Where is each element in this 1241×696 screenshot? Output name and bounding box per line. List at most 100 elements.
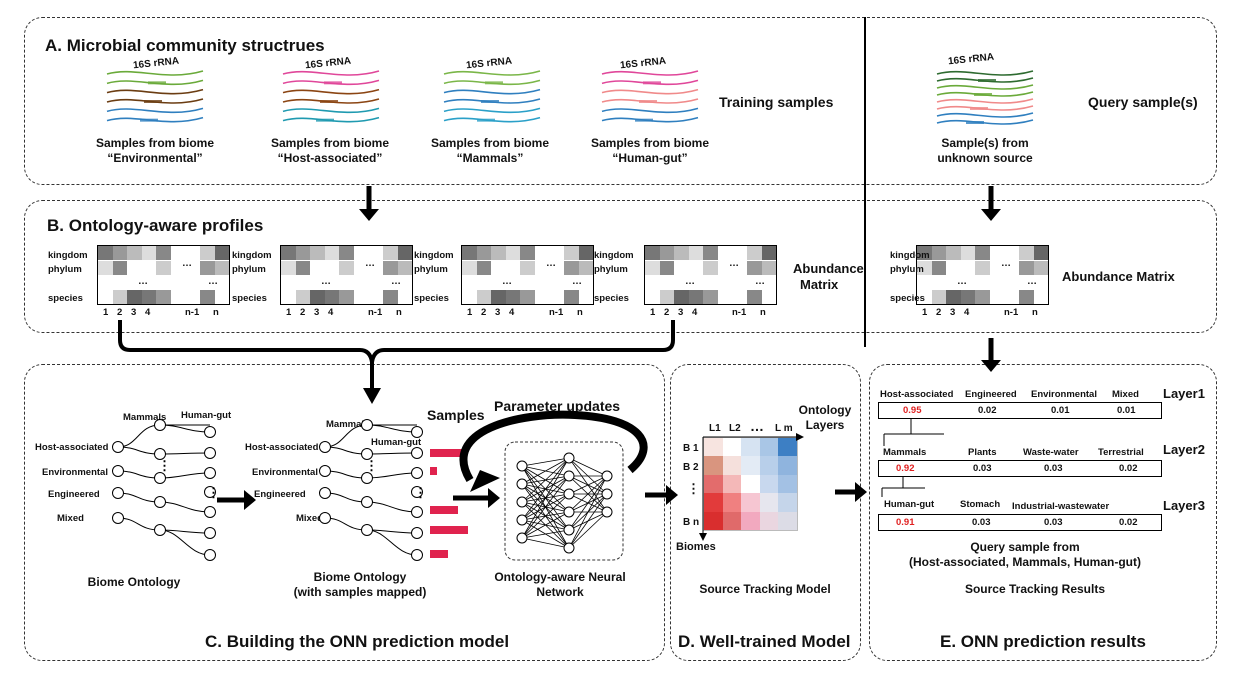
nn-edge — [568, 475, 608, 531]
panel-e-title: E. ONN prediction results — [940, 632, 1146, 651]
matrix-query: ……… — [916, 245, 1049, 305]
heatmap-cell — [704, 456, 723, 475]
query-primer — [974, 93, 992, 96]
heatmap-cell — [722, 456, 742, 475]
source-tracking-results-caption: Source Tracking Results — [964, 582, 1106, 596]
matrix-1-col-label: 4 — [145, 307, 151, 318]
matrix-query-col-label: 1 — [922, 307, 928, 318]
arrow-d-to-e-head — [855, 482, 867, 502]
panel-d-box — [670, 364, 861, 661]
nn-edge — [521, 493, 570, 539]
sample-caption-3: Samples from biome“Mammals” — [430, 136, 550, 165]
ontology-node — [411, 447, 423, 459]
heatmap-cell — [722, 474, 742, 494]
source-tracking-model-caption: Source Tracking Model — [699, 582, 831, 596]
matrix-1-row-species: species — [48, 293, 83, 304]
ontology-node — [361, 496, 373, 508]
nn-neuron — [516, 496, 528, 508]
sample-1-strand — [106, 70, 204, 76]
ontology-node — [204, 426, 216, 438]
heatmap-y-arrow — [699, 533, 707, 541]
matrix-3-row-kingdom: kingdom — [414, 250, 454, 261]
arrow-a-to-b-head — [359, 209, 379, 221]
mapped-node-engineered: Engineered — [254, 489, 306, 500]
heatmap-cell — [759, 493, 779, 512]
nn-neuron — [516, 478, 528, 490]
ontology-node — [319, 512, 331, 524]
nn-edge — [521, 457, 570, 485]
matrix-1-row-kingdom: kingdom — [48, 250, 88, 261]
heatmap-cell — [722, 511, 742, 530]
panel-a-box — [24, 17, 1217, 185]
matrix-3-col-label: n-1 — [549, 307, 564, 318]
heatmap-row-b1: B 1 — [683, 443, 699, 454]
onto-node-engineered: Engineered — [48, 489, 100, 500]
abundance-label-2: Matrix — [800, 277, 839, 292]
heatmap-cell — [741, 493, 760, 512]
arrow-query-b-to-e-head — [981, 360, 1001, 372]
nn-edge — [568, 511, 608, 549]
nn-neuron — [601, 470, 613, 482]
l2-value-3: 0.02 — [1119, 463, 1138, 474]
ontology-node — [204, 447, 216, 459]
mapped-node-human-gut: Human-gut — [371, 437, 422, 448]
parameter-updates-label: Parameter updates — [494, 398, 621, 414]
parameter-update-loop — [459, 410, 648, 483]
heatmap-cell — [759, 474, 779, 494]
matrix-4-col-label: 3 — [678, 307, 684, 318]
sample-2-primer — [320, 100, 338, 103]
mapped-caption: Biome Ontology(with samples mapped) — [293, 570, 427, 599]
ontology-node — [361, 472, 373, 484]
matrix-3-col-label: 1 — [467, 307, 473, 318]
nn-edge — [568, 475, 608, 513]
ontology-node — [112, 441, 124, 453]
matrix-2-col-label: 4 — [328, 307, 334, 318]
matrix-4-row-species: species — [594, 293, 629, 304]
ontology-caption: Biome Ontology — [87, 575, 181, 589]
ontology-node — [154, 496, 166, 508]
mapped-node-mixed: Mixed — [296, 513, 323, 524]
nn-edge — [521, 457, 570, 521]
biomes-label: Biomes — [676, 541, 716, 553]
sample-caption-4: Samples from biome“Human-gut” — [590, 136, 710, 165]
matrix-2-col-label: 2 — [300, 307, 306, 318]
ontology-node — [411, 527, 423, 539]
sample-2-strand — [282, 70, 380, 76]
heatmap-cell — [741, 474, 760, 494]
matrix-3-row-species: species — [414, 293, 449, 304]
l3-label-stomach: Stomach — [960, 499, 1001, 510]
matrix-1-col-label: 2 — [117, 307, 123, 318]
layer1-label: Layer1 — [1163, 386, 1205, 401]
l1-label-environmental: Environmental — [1031, 389, 1097, 400]
mapped-node-environmental: Environmental — [252, 467, 318, 478]
heatmap-cell — [741, 511, 760, 530]
sample-2-strand — [282, 107, 380, 114]
heatmap-x-arrow — [796, 433, 804, 441]
matrix-3-row-phylum: phylum — [414, 264, 448, 275]
l2-value-1: 0.03 — [973, 463, 992, 474]
l1-value-3: 0.01 — [1117, 405, 1136, 416]
ontology-vdots: ⋮ — [207, 485, 220, 500]
ontology-node — [154, 472, 166, 484]
query-strand — [936, 98, 1034, 104]
nn-box — [504, 441, 624, 561]
e-link-1 — [883, 419, 944, 446]
heatmap-cell — [778, 474, 797, 494]
heatmap-cell — [704, 438, 723, 457]
matrix-3-col-label: 3 — [495, 307, 501, 318]
matrix-query-col-label: n-1 — [1004, 307, 1019, 318]
ontology-node — [411, 506, 423, 518]
l2-value-2: 0.03 — [1044, 463, 1063, 474]
nn-neuron — [563, 488, 575, 500]
layer3-result-box — [878, 514, 1162, 531]
ontology-node — [361, 448, 373, 460]
matrix-query-row-phylum: phylum — [890, 264, 924, 275]
query-primer — [966, 121, 984, 124]
nn-edge — [521, 475, 570, 539]
merge-brace — [118, 320, 675, 363]
sample-4-strand — [601, 107, 699, 114]
matrix-query-row-species: species — [890, 293, 925, 304]
nn-edge — [568, 457, 608, 477]
